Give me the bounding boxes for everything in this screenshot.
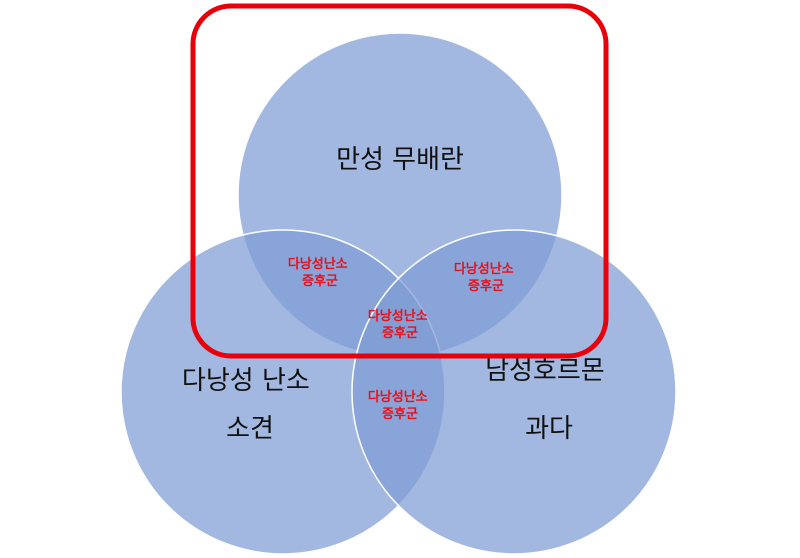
label-overlap-top-left: 다낭성난소 증후군 [288, 256, 352, 289]
label-chronic-anovulation: 만성 무배란 [336, 145, 464, 175]
circle-hyperandrogenism [351, 229, 677, 555]
label-polycystic-ovary-finding-line-2: 소견 [226, 414, 274, 444]
label-overlap-center-line-1: 다낭성난소 [368, 308, 428, 324]
label-polycystic-ovary-finding: 다낭성 난소 소견 [182, 366, 318, 444]
label-overlap-top-right-line-1: 다낭성난소 [454, 261, 514, 277]
label-hyperandrogenism: 남성호르몬 과다 [485, 356, 613, 444]
label-overlap-center: 다낭성난소 증후군 [368, 308, 432, 341]
label-overlap-top-right-line-2: 증후군 [468, 278, 504, 294]
label-overlap-left-right-line-2: 증후군 [382, 406, 418, 422]
label-overlap-left-right-line-1: 다낭성난소 [368, 389, 428, 405]
label-overlap-top-right: 다낭성난소 증후군 [454, 261, 518, 294]
highlight-frame [190, 3, 609, 359]
label-chronic-anovulation-line-1: 만성 무배란 [336, 145, 464, 175]
label-hyperandrogenism-line-1: 남성호르몬 [485, 356, 605, 386]
label-overlap-top-left-line-1: 다낭성난소 [288, 256, 348, 272]
label-overlap-top-left-line-2: 증후군 [302, 273, 338, 289]
label-overlap-center-line-2: 증후군 [382, 325, 418, 341]
label-overlap-left-right: 다낭성난소 증후군 [368, 389, 432, 422]
label-hyperandrogenism-line-2: 과다 [525, 414, 573, 444]
label-polycystic-ovary-finding-line-1: 다낭성 난소 [182, 366, 310, 396]
